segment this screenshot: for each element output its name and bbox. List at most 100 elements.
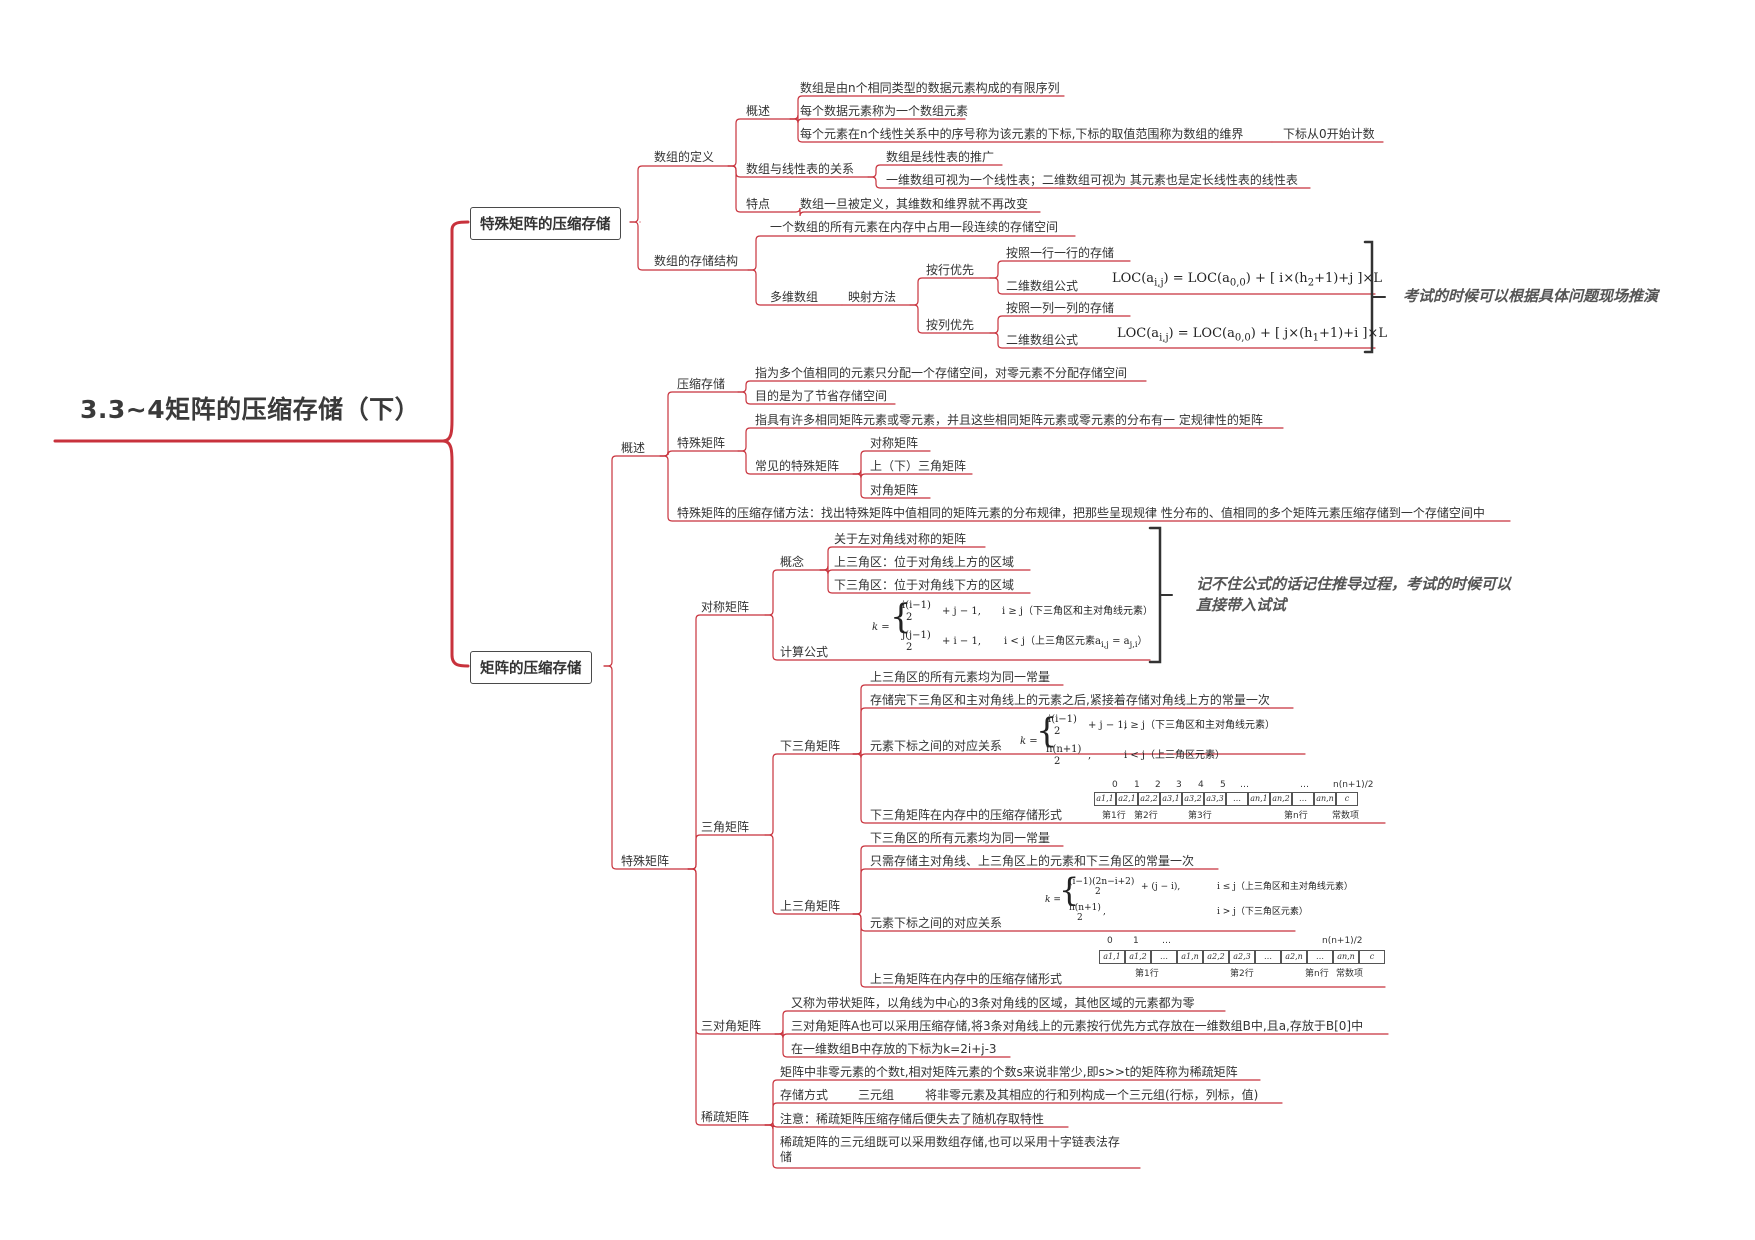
node-calc[interactable]: 计算公式 xyxy=(780,645,829,659)
array-cell: a1,2 xyxy=(1125,950,1151,964)
array-cell: an,2 xyxy=(1270,792,1292,806)
array-group-label: 第1行 xyxy=(1135,969,1159,979)
node-u4[interactable]: 上三角矩阵在内存中的压缩存储形式 xyxy=(870,972,1063,986)
node-m3[interactable]: 对角矩阵 xyxy=(870,483,919,497)
node-col[interactable]: 按列优先 xyxy=(926,318,975,332)
array-index: 1 xyxy=(1134,780,1140,790)
node-special-matrix[interactable]: 特殊矩阵 xyxy=(621,854,670,868)
node-triangle[interactable]: 三角矩阵 xyxy=(701,820,750,834)
array-cell: a3,3 xyxy=(1204,792,1226,806)
array-cell: a3,1 xyxy=(1160,792,1182,806)
node-upper[interactable]: 上三角矩阵 xyxy=(780,899,841,913)
node-o2[interactable]: 每个数据元素称为一个数组元素 xyxy=(800,104,969,118)
node-s1b[interactable]: 指具有许多相同矩阵元素或零元素，并且这些相同矩阵元素或零元素的分布有一 定规律性… xyxy=(755,413,1263,427)
array-group-label: 第n行 xyxy=(1305,969,1329,979)
node-tridiag[interactable]: 三对角矩阵 xyxy=(701,1019,762,1033)
array-cell: … xyxy=(1292,792,1314,806)
node-r2[interactable]: 一维数组可视为一个线性表；二维数组可视为 其元素也是定长线性表的线性表 xyxy=(886,173,1298,187)
array-group-label: 第2行 xyxy=(1230,969,1254,979)
node-common[interactable]: 常见的特殊矩阵 xyxy=(755,459,840,473)
node-u3[interactable]: 元素下标之间的对应关系 xyxy=(870,916,1003,930)
node-u2[interactable]: 只需存储主对角线、上三角区上的元素和下三角区的常量一次 xyxy=(870,854,1195,868)
node-overview[interactable]: 概述 xyxy=(746,104,771,118)
node-s1[interactable]: 一个数组的所有元素在内存中占用一段连续的存储空间 xyxy=(770,220,1059,234)
node-p2a[interactable]: 三元组 xyxy=(858,1088,895,1102)
node-compress[interactable]: 压缩存储 xyxy=(677,377,726,391)
node-t3[interactable]: 在一维数组B中存放的下标为k=2i+j-3 xyxy=(791,1042,997,1056)
node-r1[interactable]: 数组是线性表的推广 xyxy=(886,150,995,164)
node-p1[interactable]: 矩阵中非零元素的个数t,相对矩阵元素的个数s来说非常少,即s>>t的矩阵称为稀疏… xyxy=(780,1065,1238,1079)
array-cell: an,1 xyxy=(1248,792,1270,806)
node-sc3[interactable]: 下三角区：位于对角线下方的区域 xyxy=(834,578,1015,592)
node-col2[interactable]: 二维数组公式 xyxy=(1006,333,1079,347)
node-overview2[interactable]: 概述 xyxy=(621,441,646,455)
node-row[interactable]: 按行优先 xyxy=(926,263,975,277)
node-o3-sub[interactable]: 下标从0开始计数 xyxy=(1283,127,1375,141)
array-index: n(n+1)/2 xyxy=(1333,780,1374,790)
node-sc2[interactable]: 上三角区：位于对角线上方的区域 xyxy=(834,555,1015,569)
node-lower[interactable]: 下三角矩阵 xyxy=(780,739,841,753)
node-p2b[interactable]: 将非零元素及其相应的行和列构成一个三元组(行标，列标，值) xyxy=(925,1088,1259,1102)
array-cell: a1,1 xyxy=(1099,950,1125,964)
node-t2[interactable]: 三对角矩阵A也可以采用压缩存储,将3条对角线上的元素按行优先方式存放在一维数组B… xyxy=(791,1019,1364,1033)
node-symmetric[interactable]: 对称矩阵 xyxy=(701,600,750,614)
node-array-def[interactable]: 数组的定义 xyxy=(654,150,715,164)
node-p4a[interactable]: 稀疏矩阵的三元组既可以采用数组存储,也可以采用十字链表法存 xyxy=(780,1135,1120,1149)
node-method[interactable]: 特殊矩阵的压缩存储方法：找出特殊矩阵中值相同的矩阵元素的分布规律，把那些呈现规律… xyxy=(677,506,1485,520)
array-cell: an,n xyxy=(1333,950,1359,964)
array-group-label: 第2行 xyxy=(1134,811,1158,821)
array-group-label: 常数项 xyxy=(1336,969,1364,979)
root-title[interactable]: 3.3~4矩阵的压缩存储（下） xyxy=(80,395,421,424)
node-c1[interactable]: 指为多个值相同的元素只分配一个存储空间，对零元素不分配存储空间 xyxy=(755,366,1128,380)
node-array-store[interactable]: 数组的存储结构 xyxy=(654,254,739,268)
node-special[interactable]: 特殊矩阵 xyxy=(677,436,726,450)
note-2-line1: 记不住公式的话记住推导过程，考试的时候可以 xyxy=(1196,575,1512,593)
array-group-label: 第3行 xyxy=(1188,811,1212,821)
node-l1[interactable]: 上三角区的所有元素均为同一常量 xyxy=(870,670,1051,684)
array-index: 1 xyxy=(1133,936,1139,946)
node-sparse[interactable]: 稀疏矩阵 xyxy=(701,1110,750,1124)
node-l2[interactable]: 存储完下三角区和主对角线上的元素之后,紧接着存储对角线上方的常量一次 xyxy=(870,693,1270,707)
node-p2[interactable]: 存储方式 xyxy=(780,1088,829,1102)
node-m1[interactable]: 对称矩阵 xyxy=(870,436,919,450)
array-index: 4 xyxy=(1198,780,1204,790)
array-cell: a2,1 xyxy=(1116,792,1138,806)
array-index: 0 xyxy=(1112,780,1118,790)
node-m2[interactable]: 上（下）三角矩阵 xyxy=(870,459,967,473)
node-col1[interactable]: 按照一列一列的存储 xyxy=(1006,301,1115,315)
node-l4[interactable]: 下三角矩阵在内存中的压缩存储形式 xyxy=(870,808,1063,822)
node-p4b[interactable]: 储 xyxy=(780,1150,793,1164)
node-sc1[interactable]: 关于左对角线对称的矩阵 xyxy=(834,532,967,546)
array-cell: a2,2 xyxy=(1203,950,1229,964)
note-2-line2: 直接带入试试 xyxy=(1196,596,1287,614)
node-row2[interactable]: 二维数组公式 xyxy=(1006,279,1079,293)
array-group-label: 第n行 xyxy=(1284,811,1308,821)
node-t1[interactable]: 又称为带状矩阵，以角线为中心的3条对角线的区域，其他区域的元素都为零 xyxy=(791,996,1195,1010)
node-multi[interactable]: 多维数组 xyxy=(770,290,819,304)
array-cell: … xyxy=(1226,792,1248,806)
array-cell: c xyxy=(1359,950,1385,964)
node-feature[interactable]: 特点 xyxy=(746,197,771,211)
array-cell: c xyxy=(1336,792,1358,806)
node-p3[interactable]: 注意：稀疏矩阵压缩存储后便失去了随机存取特性 xyxy=(780,1112,1045,1126)
array-index: 0 xyxy=(1107,936,1113,946)
node-o3[interactable]: 每个元素在n个线性关系中的序号称为该元素的下标,下标的取值范围称为数组的维界 xyxy=(800,127,1244,141)
array-cell: an,n xyxy=(1314,792,1336,806)
branch-matrix-storage[interactable]: 矩阵的压缩存储 xyxy=(470,651,592,684)
node-row1[interactable]: 按照一行一行的存储 xyxy=(1006,246,1115,260)
node-concept[interactable]: 概念 xyxy=(780,555,805,569)
node-relation[interactable]: 数组与线性表的关系 xyxy=(746,162,855,176)
note-2: 记不住公式的话记住推导过程，考试的时候可以 直接带入试试 xyxy=(1196,574,1511,616)
branch-special-storage[interactable]: 特殊矩阵的压缩存储 xyxy=(470,207,621,240)
node-f1[interactable]: 数组一旦被定义，其维数和维界就不再改变 xyxy=(800,197,1029,211)
note-1: 考试的时候可以根据具体问题现场推演 xyxy=(1403,287,1659,305)
node-u1[interactable]: 下三角区的所有元素均为同一常量 xyxy=(870,831,1051,845)
array-group-label: 第1行 xyxy=(1102,811,1126,821)
node-mapping[interactable]: 映射方法 xyxy=(848,290,897,304)
node-l3[interactable]: 元素下标之间的对应关系 xyxy=(870,739,1003,753)
node-c2[interactable]: 目的是为了节省存储空间 xyxy=(755,389,888,403)
node-o1[interactable]: 数组是由n个相同类型的数据元素构成的有限序列 xyxy=(800,81,1060,95)
